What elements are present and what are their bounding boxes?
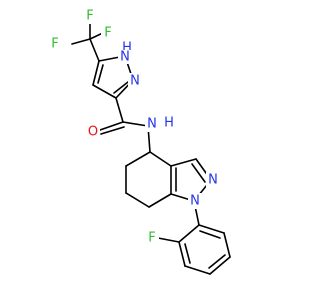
bond-ar6-ar1-double <box>199 230 221 239</box>
bond-ar3-ar4 <box>184 265 211 275</box>
pyrazole-n1-label: N <box>120 50 130 65</box>
bond-ar4-ar5 <box>209 256 231 275</box>
bond-c6-c7ring <box>125 192 150 208</box>
carbonyl-oxygen-label: O <box>88 125 98 140</box>
bond-c3-c4 <box>92 84 117 99</box>
bond-ar1-ar2 <box>178 224 200 243</box>
bond-carbonyl-o-double <box>100 126 125 135</box>
bond-carbonyl-o <box>99 121 124 131</box>
bond-aryl-f <box>157 237 180 243</box>
bond-c7-c7a <box>148 193 172 208</box>
bond-c4-c5-double <box>97 64 104 84</box>
bond-ar4-ar5-double <box>208 254 226 269</box>
bond-c3a-c3 <box>170 158 197 167</box>
bond-ar6-ar1 <box>198 224 225 234</box>
bond-c3-n2-double <box>191 163 206 183</box>
bond-c3-carbonyl <box>115 97 124 123</box>
bond-c4-c5ring <box>125 151 151 167</box>
pyrazole-n2-label: N <box>130 74 140 89</box>
pyrazole-nh-label: H <box>122 41 132 56</box>
aryl-fluorine-label: F <box>148 231 155 246</box>
bond-ar5-ar6 <box>223 232 231 258</box>
fluorine-atom-label: F <box>104 26 111 41</box>
fluorine-atom-label: F <box>51 37 58 52</box>
molecule-structure-diagram: F F F H N N O N H N N F <box>48 8 231 275</box>
amide-hydrogen-label: H <box>164 116 174 131</box>
bond-cf3-c5 <box>89 38 100 62</box>
bond-n-c3-double <box>113 81 129 94</box>
bond-cf3-f2 <box>71 38 91 45</box>
atom-label-layer: F F F H N N O N H N N F <box>48 8 220 246</box>
bond-c4-c5 <box>92 60 100 86</box>
bond-carbonyl-n <box>122 121 149 127</box>
fluorine-atom-label: F <box>86 9 93 24</box>
bond-c4-c3a <box>149 151 172 167</box>
indazole-n1-label: N <box>190 194 200 209</box>
amide-nitrogen-label: N <box>147 117 157 132</box>
bond-ar2-ar3 <box>178 241 186 267</box>
indazole-n2-label: N <box>208 173 218 188</box>
bond-ar2-ar3-double <box>184 243 191 264</box>
